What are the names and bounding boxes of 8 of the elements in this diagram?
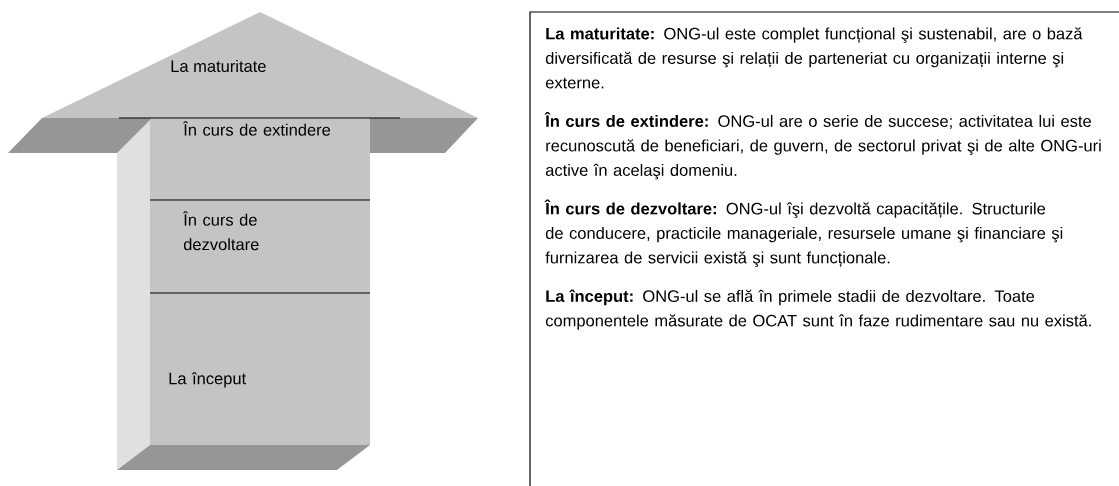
description-box: La maturitate: ONG-ul este complet funcțional şi sustenabil, are o bază diversificată de resurse şi relații de parteneriat cu organizații interne şi externe. În curs de extindere: ONG-ul are o serie de succese; activitatea lui este recunoscută de beneficiari, de guvern, de sectorul privat şi de alte ONG-uri active în acelaşi domeniu. În curs de dezvoltare: ONG-ul îşi dezvoltă capacitățile. Structurile de conducere, practicile manageriale, resursele umane şi financiare şi furnizarea de servicii există şi sunt funcționale. La început: ONG-ul se află în primele stadii de dezvoltare. Toate componentele măsurate de OCAT sunt în faze rudimentare sau nu există. [529, 11, 1119, 486]
stage-band: La început [150, 293, 370, 445]
stage-band: În curs de dezvoltare [150, 200, 370, 293]
node-label: La început [169, 372, 247, 388]
stage-band: În curs de extindere [150, 118, 370, 200]
node-label: În curs de dezvoltare [182, 211, 259, 251]
node-label: În curs de extindere [182, 121, 331, 136]
node-label: La maturitate [171, 59, 266, 73]
